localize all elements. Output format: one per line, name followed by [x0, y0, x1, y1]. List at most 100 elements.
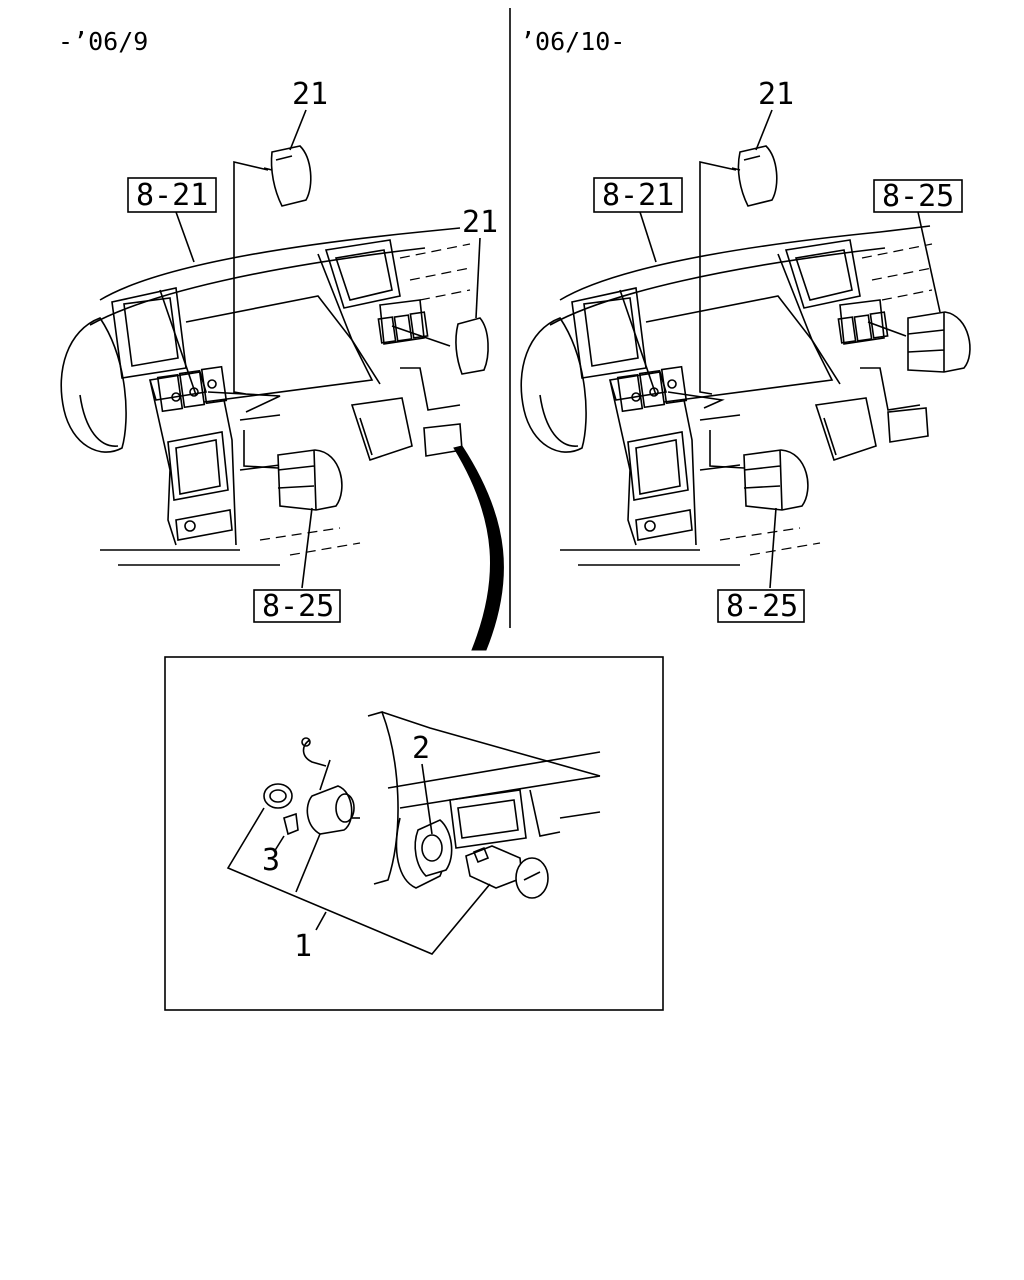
- left-cluster-hood-right: [317, 253, 381, 385]
- right-ref-8-25-top-label: 8-25: [882, 179, 954, 214]
- right-cluster-hood-left: [619, 289, 657, 396]
- detail-callout-2: 2: [412, 731, 430, 766]
- right-center-vent-slat: [823, 417, 837, 456]
- left-dash-right-ledge: [400, 367, 461, 411]
- left-dashboard-drawing: [60, 227, 471, 566]
- left-callout-21-top: 21: [292, 77, 328, 112]
- right-ref-8-25-bottom-leader: [769, 507, 777, 589]
- detail-pointer-arrow: [453, 445, 504, 651]
- right-switch-dot-3: [667, 379, 677, 389]
- left-dash-side-vent-inner: [79, 394, 119, 447]
- detail-callout-2-leader: [421, 763, 433, 835]
- detail-socket-wire: [302, 739, 331, 791]
- right-ref-8-21-label: 8-21: [602, 178, 674, 213]
- detail-retainer-ring-part: [263, 783, 293, 809]
- left-ref-8-21-label: 8-21: [136, 178, 208, 213]
- left-dash-top-edge: [99, 227, 461, 301]
- right-callout-21-top-leader: [755, 109, 773, 151]
- right-dash-dashed-lines: [861, 243, 933, 301]
- left-ref-8-21-box: [127, 177, 217, 213]
- left-switch-dot-3: [207, 379, 217, 389]
- left-switch-slot-3: [200, 365, 228, 405]
- detail-panel-opening-inner: [457, 799, 519, 839]
- left-console-stripes: [239, 414, 281, 471]
- header-right-date-range: ’06/10-: [520, 27, 625, 56]
- detail-lighter-knob-part: [515, 857, 549, 899]
- left-dash-top-inner: [89, 247, 426, 326]
- right-ref-8-21-box: [593, 177, 683, 213]
- right-lower-switch-unit-seams: [743, 449, 783, 511]
- right-ref-8-25-bottom-box: [717, 589, 805, 623]
- right-lower-switch-unit-part: [743, 449, 809, 511]
- left-switch-unit-assembly-line: [243, 430, 279, 469]
- right-dash-side-vent-inner: [539, 394, 579, 447]
- right-lower-panel-inner: [635, 439, 681, 495]
- left-cluster-left-window-inner: [123, 297, 179, 367]
- detail-inset-drawing: 2 3 1: [226, 711, 601, 964]
- detail-callout-1-leader-outer: [226, 807, 491, 955]
- right-top-cover-assembly-line: [667, 161, 737, 409]
- detail-callout-3-leader: [273, 835, 285, 853]
- right-center-display: [645, 295, 834, 403]
- left-console-right-edge: [223, 399, 237, 546]
- left-center-display: [185, 295, 374, 403]
- left-top-cover-assembly-line: [207, 160, 281, 413]
- left-ref-8-25-label: 8-25: [262, 589, 334, 624]
- right-right-switch-3: [869, 311, 889, 339]
- right-switch-dot-2: [649, 387, 659, 397]
- right-cluster-right-window: [784, 239, 861, 309]
- left-switch-unit-seams: [277, 449, 317, 511]
- right-dashboard-drawing: [520, 225, 933, 566]
- left-switch-dot-2: [189, 387, 199, 397]
- right-dash-top-inner: [549, 247, 886, 326]
- left-ref-8-25-leader: [301, 507, 313, 589]
- right-console-left-edge: [609, 379, 637, 546]
- left-lower-panel: [167, 431, 229, 501]
- left-center-vent-slat: [359, 417, 373, 456]
- right-cluster-left-window-inner: [583, 297, 639, 367]
- right-upper-switch-assembly-line: [867, 321, 907, 337]
- right-ref-8-25-bottom-label: 8-25: [726, 589, 798, 624]
- left-ref-8-21-leader: [175, 211, 195, 263]
- right-blank-opening: [887, 407, 929, 443]
- right-switch-cover-part: [737, 145, 778, 207]
- detail-socket-wire-terminal: [301, 737, 311, 747]
- detail-panel-opening: [449, 789, 527, 849]
- left-right-switch-1: [377, 316, 397, 344]
- left-callout-21-right-leader: [475, 237, 481, 319]
- right-switch-dot-1: [631, 392, 641, 402]
- detail-retainer-ring-hole: [269, 789, 287, 803]
- left-switch-panel: [148, 371, 208, 401]
- detail-lighter-knob-slot: [523, 871, 541, 881]
- left-ashtray-knob: [184, 520, 196, 532]
- right-right-switch-panel: [839, 299, 885, 345]
- detail-callout-1: 1: [294, 929, 312, 964]
- detail-inset-frame: [164, 656, 664, 1011]
- right-switch-slot-2: [638, 369, 666, 409]
- detail-callout-3: 3: [262, 843, 280, 878]
- left-switch-cover-part: [270, 145, 312, 207]
- left-callout-21-right: 21: [462, 205, 498, 240]
- right-upper-switch-unit-seams: [907, 312, 945, 372]
- left-cluster-hood-left: [159, 289, 197, 396]
- left-lower-panel-inner: [175, 439, 221, 495]
- right-console-right-edge: [683, 399, 697, 546]
- left-ashtray: [175, 509, 233, 541]
- right-dash-side-vent: [520, 317, 587, 453]
- right-lower-dashed-lines: [719, 527, 821, 556]
- right-ashtray: [635, 509, 693, 541]
- left-switch-cover-clip: [263, 155, 293, 171]
- detail-socket-body-end: [335, 793, 355, 823]
- right-cluster-hood-right: [777, 253, 841, 385]
- left-dash-side-vent: [60, 317, 127, 453]
- left-right-cover-part: [455, 317, 489, 375]
- left-switch-unit-part: [277, 449, 343, 511]
- right-switch-slot-3: [660, 365, 688, 405]
- left-ref-8-25-box: [253, 589, 341, 623]
- detail-panel-edge: [367, 711, 399, 885]
- left-right-switch-panel: [379, 299, 425, 345]
- left-dash-dashed-lines: [399, 243, 471, 301]
- right-lower-panel: [627, 431, 689, 501]
- left-lower-dashed-lines: [259, 527, 361, 556]
